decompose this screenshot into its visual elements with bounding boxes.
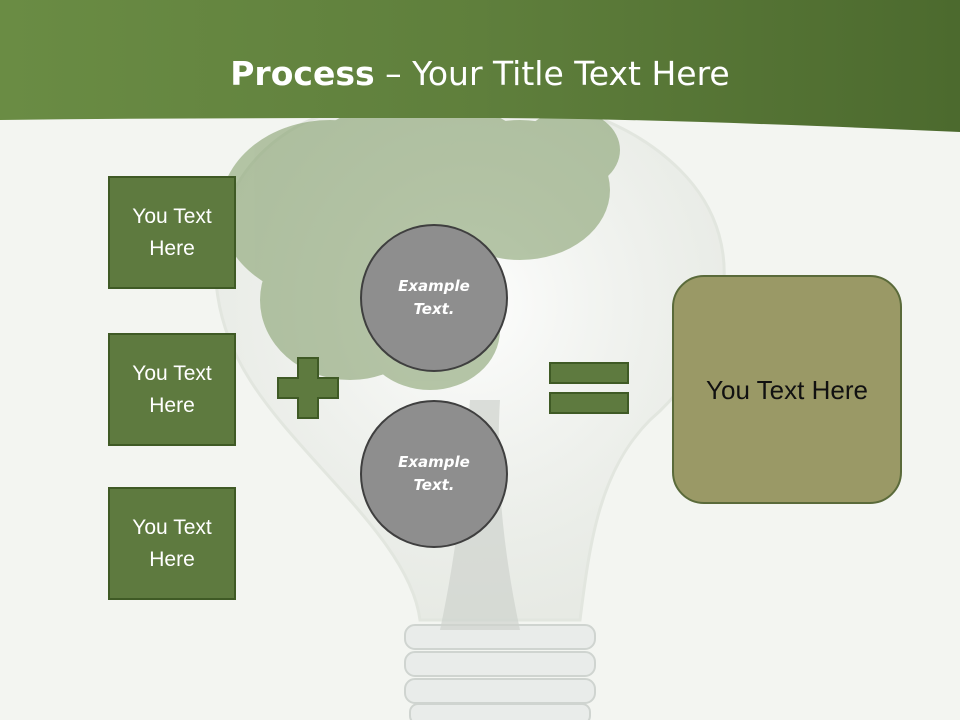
input-box-label: You Text Here bbox=[132, 204, 212, 260]
example-circle-2[interactable]: Example Text. bbox=[360, 400, 508, 548]
input-box-3[interactable]: You Text Here bbox=[108, 487, 236, 600]
equals-sign-icon bbox=[549, 362, 629, 414]
input-box-label: You Text Here bbox=[132, 515, 212, 571]
title-bold: Process bbox=[230, 54, 375, 93]
input-box-2[interactable]: You Text Here bbox=[108, 333, 236, 446]
result-box[interactable]: You Text Here bbox=[672, 275, 902, 504]
title-text: Your Title Text Here bbox=[412, 54, 730, 93]
example-circle-1[interactable]: Example Text. bbox=[360, 224, 508, 372]
input-box-label: You Text Here bbox=[132, 361, 212, 417]
input-box-1[interactable]: You Text Here bbox=[108, 176, 236, 289]
slide-title: Process – Your Title Text Here bbox=[0, 52, 960, 96]
title-dash: – bbox=[374, 54, 413, 93]
circle-label: Example Text. bbox=[398, 277, 470, 318]
header-band bbox=[0, 0, 960, 132]
plus-sign-icon bbox=[277, 357, 339, 419]
result-label: You Text Here bbox=[706, 374, 868, 405]
circle-label: Example Text. bbox=[398, 453, 470, 494]
bulb-base bbox=[404, 624, 596, 720]
